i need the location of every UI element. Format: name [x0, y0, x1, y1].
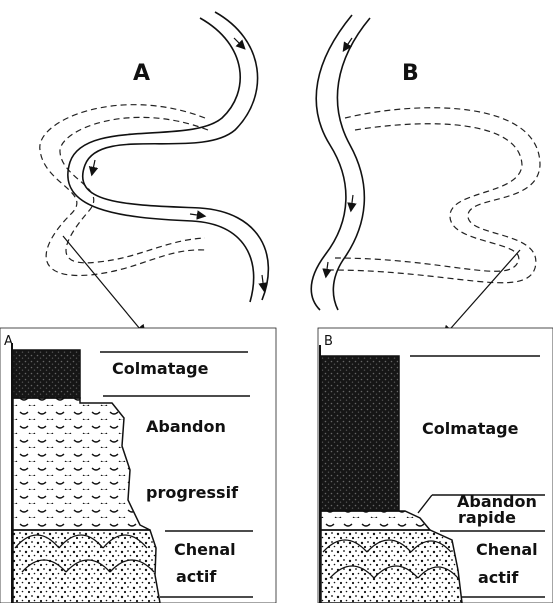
leader-arrow-b: [444, 250, 520, 336]
section-a: A Colmatage Abandon progressif Chenal ac…: [0, 328, 276, 603]
flow-arrow: [234, 38, 244, 48]
plan-b-label: B: [402, 61, 419, 86]
flow-arrow: [344, 38, 352, 50]
section-b: B Colmatage Abandon rapide Chenal actif: [318, 328, 553, 603]
flow-arrow: [190, 214, 204, 216]
former-channel-dashed-inner: [60, 117, 208, 263]
colmatage-fill: [321, 356, 399, 511]
colmatage-fill: [13, 350, 80, 398]
chenal-actif-fill: [13, 530, 160, 603]
former-channel-dashed-inner: [335, 124, 522, 272]
label-chenal: Chenal: [476, 540, 538, 559]
label-colmatage: Colmatage: [112, 359, 209, 378]
active-channel-left-bank: [311, 15, 352, 310]
active-channel-outer-bank: [83, 12, 269, 300]
former-channel-dashed: [330, 108, 540, 283]
flow-arrow: [92, 160, 95, 174]
plan-a-label: A: [133, 61, 150, 86]
label-chenal: Chenal: [174, 540, 236, 559]
leader-arrow-a: [63, 236, 145, 335]
flow-arrow: [326, 262, 328, 276]
label-colmatage: Colmatage: [422, 419, 519, 438]
flow-arrow: [262, 275, 264, 290]
label-actif: actif: [478, 568, 519, 587]
plan-view-b: B: [311, 15, 540, 336]
flow-arrow: [351, 195, 353, 210]
label-progressif: progressif: [146, 483, 239, 502]
label-abandon: Abandon: [146, 417, 226, 436]
active-channel-inner-bank: [68, 18, 254, 302]
plan-view-a: A: [40, 12, 269, 335]
label-actif: actif: [176, 567, 217, 586]
section-b-corner-label: B: [324, 334, 333, 349]
label-rapide: rapide: [458, 508, 516, 527]
